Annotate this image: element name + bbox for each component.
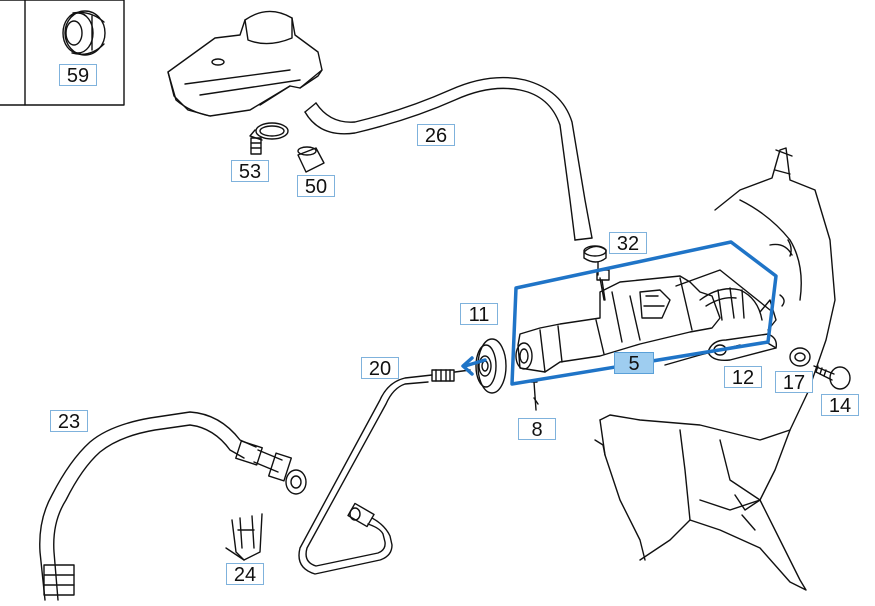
clip-8: [530, 381, 539, 411]
master-cylinder: [515, 269, 777, 373]
callout-50[interactable]: 50: [297, 175, 335, 198]
callout-53[interactable]: 53: [231, 160, 269, 183]
callout-5[interactable]: 5: [614, 352, 654, 375]
bolt-14: [813, 365, 851, 390]
hose-23: [39, 411, 307, 601]
clip-24: [225, 513, 263, 561]
callout-59[interactable]: 59: [59, 64, 97, 87]
arrow-icon: [461, 356, 487, 376]
callout-8[interactable]: 8: [518, 418, 556, 441]
callout-32[interactable]: 32: [609, 232, 647, 255]
nut-17: [789, 347, 811, 367]
callout-11[interactable]: 11: [460, 303, 498, 326]
callout-26[interactable]: 26: [417, 124, 455, 147]
inset-box-left: [0, 0, 26, 106]
line-20: [298, 369, 471, 575]
selection-outline: [510, 240, 778, 386]
grommet-11: [475, 338, 507, 394]
callout-17[interactable]: 17: [775, 371, 813, 394]
fluid-reservoir: [167, 10, 323, 117]
callout-20[interactable]: 20: [361, 357, 399, 380]
callout-24[interactable]: 24: [226, 563, 264, 586]
callout-12[interactable]: 12: [724, 366, 762, 389]
inset-box-59: [24, 0, 125, 106]
plug-50: [297, 146, 325, 173]
hose-26: [304, 76, 593, 241]
callout-14[interactable]: 14: [821, 394, 859, 417]
clamp-53: [249, 122, 289, 155]
cap-32: [583, 245, 607, 276]
callout-23[interactable]: 23: [50, 410, 88, 433]
pedal-bracket: [594, 147, 836, 591]
grommet-59: [62, 10, 106, 56]
